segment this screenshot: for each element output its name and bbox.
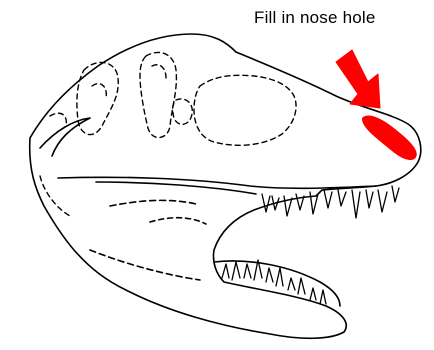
lower-jaw-contour-2 (110, 200, 196, 206)
orbit-inner (152, 65, 166, 78)
antorbital-opening (194, 75, 296, 145)
lower-teeth (222, 260, 326, 304)
maxillary-opening (173, 99, 193, 124)
temporal-opening-inner (92, 84, 106, 98)
lower-jaw-dashed (90, 250, 200, 280)
quadrate-line (40, 176, 70, 216)
lower-rear-opening (50, 113, 66, 126)
lower-jaw-dashed-2 (150, 218, 206, 224)
nose-hole-icon[interactable] (363, 116, 417, 159)
temporal-opening (77, 62, 118, 134)
skull-openings (40, 52, 296, 216)
orbit-opening (140, 52, 176, 137)
skull-rear-contour (40, 118, 90, 156)
